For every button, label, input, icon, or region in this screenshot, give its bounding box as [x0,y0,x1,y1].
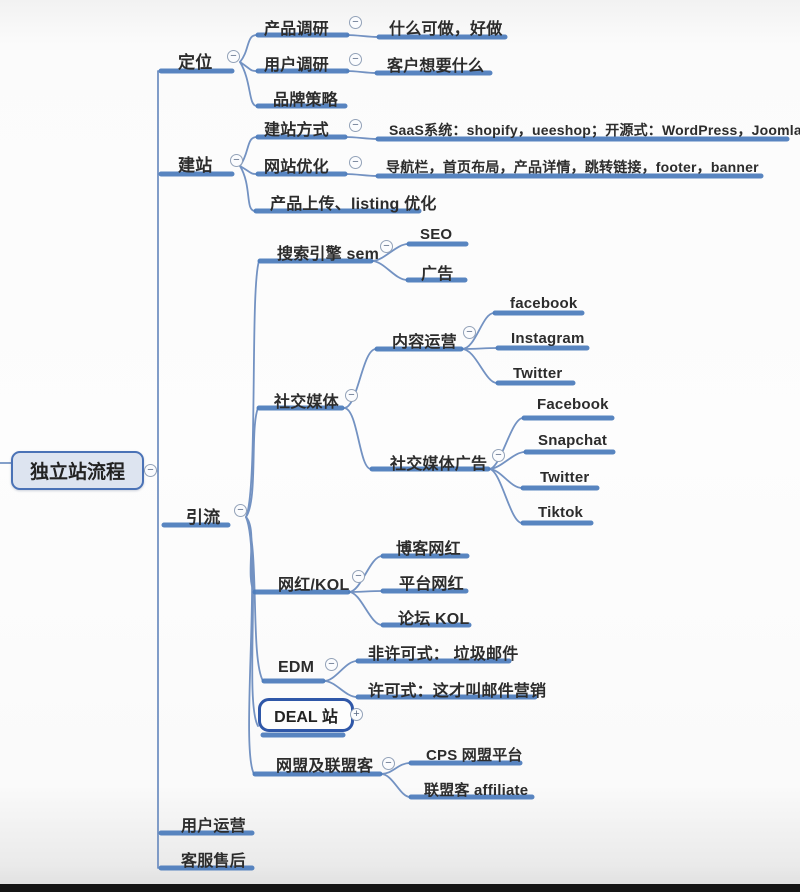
collapse-badge-kol[interactable]: − [352,570,365,583]
node-forum-kol[interactable]: 论坛 KOL [398,611,470,628]
node-content-operations[interactable]: 内容运营 [392,334,457,351]
collapse-badge-traffic[interactable]: − [234,504,247,517]
collapse-badge-build-method[interactable]: − [349,119,362,132]
node-product-upload[interactable]: 产品上传、listing 优化 [270,196,437,213]
collapse-badge-user-research[interactable]: − [349,53,362,66]
collapse-badge-sem[interactable]: − [380,240,393,253]
node-snapchat[interactable]: Snapchat [538,432,608,449]
node-site-optimization-note[interactable]: 导航栏，首页布局，产品详情，跳转链接，footer，banner [386,159,759,175]
node-kol[interactable]: 网红/KOL [278,577,350,594]
node-deal-site[interactable]: DEAL 站 [258,698,354,732]
node-root[interactable]: 独立站流程 [11,451,144,490]
collapse-badge-site-building[interactable]: − [230,154,243,167]
node-edm[interactable]: EDM [278,659,315,676]
node-brand-strategy[interactable]: 品牌策略 [273,92,338,109]
node-sem-ads[interactable]: 广告 [421,266,454,283]
node-site-optimization[interactable]: 网站优化 [264,159,329,176]
node-sem[interactable]: 搜索引擎 sem [277,246,380,263]
node-cps-platform[interactable]: CPS 网盟平台 [426,747,523,764]
node-social-media[interactable]: 社交媒体 [274,394,339,411]
node-deal-site-label: DEAL 站 [274,709,338,726]
collapse-badge-root[interactable]: − [144,464,157,477]
node-non-permission-email[interactable]: 非许可式： 垃圾邮件 [368,646,519,663]
node-platform-kol[interactable]: 平台网红 [399,576,464,593]
node-twitter-ads[interactable]: Twitter [540,469,590,486]
node-build-method-note[interactable]: SaaS系统：shopify，ueeshop；开源式：WordPress，Joo… [389,122,800,138]
collapse-badge-affiliate-network[interactable]: − [382,757,395,770]
collapse-badge-site-optimization[interactable]: − [349,156,362,169]
node-twitter-content[interactable]: Twitter [513,365,563,382]
collapse-badge-social-ads[interactable]: − [492,449,505,462]
node-permission-email[interactable]: 许可式：这才叫邮件营销 [368,683,547,700]
node-positioning[interactable]: 定位 [178,53,213,72]
node-social-ads[interactable]: 社交媒体广告 [390,456,488,473]
node-site-building[interactable]: 建站 [178,156,213,175]
node-root-label: 独立站流程 [29,462,125,483]
node-product-research-note[interactable]: 什么可做，好做 [389,21,503,38]
node-affiliate-network[interactable]: 网盟及联盟客 [276,758,374,775]
node-build-method[interactable]: 建站方式 [264,122,329,139]
collapse-badge-product-research[interactable]: − [349,16,362,29]
node-affiliate[interactable]: 联盟客 affiliate [424,782,529,799]
node-user-operations[interactable]: 用户运营 [181,818,246,835]
node-customer-service[interactable]: 客服售后 [181,853,246,870]
collapse-badge-content-operations[interactable]: − [463,326,476,339]
node-tiktok[interactable]: Tiktok [538,504,584,521]
collapse-badge-edm[interactable]: − [325,658,338,671]
collapse-badge-positioning[interactable]: − [227,50,240,63]
node-facebook-content[interactable]: facebook [510,295,578,312]
collapse-badge-social-media[interactable]: − [345,389,358,402]
node-user-research[interactable]: 用户调研 [264,57,329,74]
node-product-research[interactable]: 产品调研 [264,21,329,38]
node-blog-kol[interactable]: 博客网红 [396,541,461,558]
video-letterbox-bar [0,884,800,892]
expand-badge-deal-site[interactable]: + [350,708,363,721]
node-user-research-note[interactable]: 客户想要什么 [387,58,485,75]
node-traffic[interactable]: 引流 [186,508,221,527]
node-seo[interactable]: SEO [420,226,453,243]
node-facebook-ads[interactable]: Facebook [537,396,609,413]
node-instagram[interactable]: Instagram [511,330,585,347]
